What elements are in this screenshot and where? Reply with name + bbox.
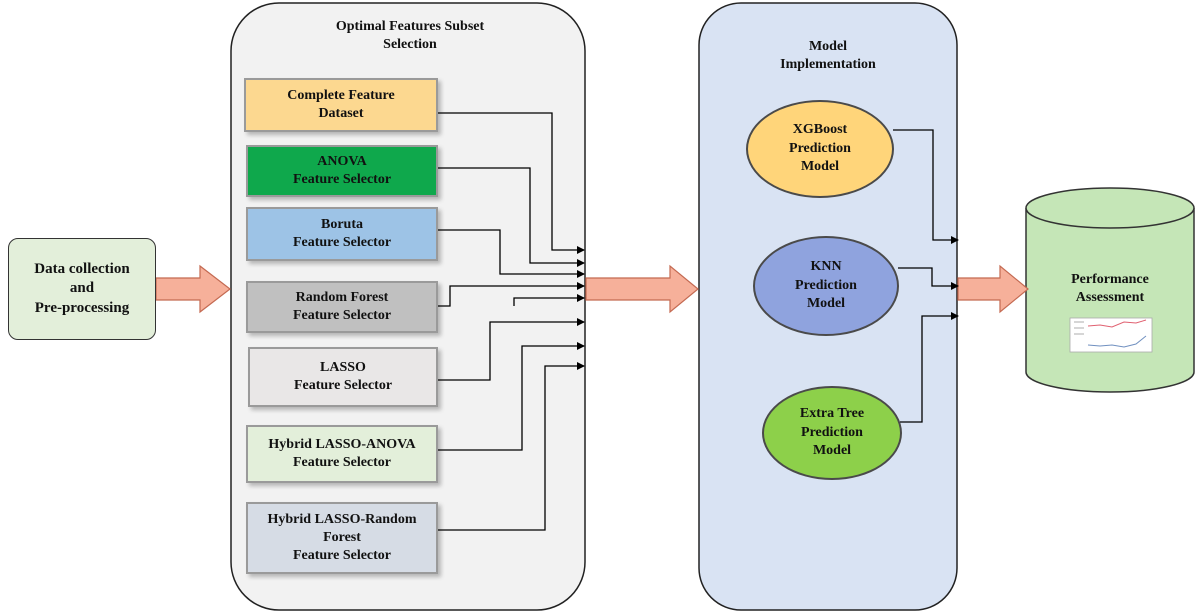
model-extra-tree-line1: Extra Tree [799,405,865,421]
model-knn-line1: KNN [810,258,842,274]
feature-lasso-line2: Feature Selector [293,378,393,393]
feature-box-lasso: LASSO Feature Selector [248,347,438,407]
performance-line1: Performance [1071,272,1149,287]
feature-boruta-line1: Boruta [321,216,363,232]
connector-xgboost [893,129,959,244]
feature-anova-line2: Feature Selector [292,172,392,187]
model-xgboost-line2: Prediction [789,140,851,156]
connector-anova [438,167,585,267]
selection-panel-title: Optimal Features Subset Selection [310,18,510,53]
feature-lasso-random-line2: Forest [323,529,361,545]
model-extra-tree-line2: Prediction [801,424,863,440]
feature-random-forest-line1: Random Forest [295,289,389,305]
feature-complete-line2: Dataset [318,106,364,121]
model-extra-tree-line3: Model [812,443,852,459]
feature-boruta-line2: Feature Selector [292,235,392,250]
connector-lasso [438,318,585,381]
model-knn-line2: Prediction [795,277,857,293]
feature-lasso-random-line1: Hybrid LASSO-Random [267,511,417,527]
model-knn-line3: Model [806,296,846,312]
feature-complete-line1: Complete Feature [287,87,395,103]
feature-lasso-anova-line2: Feature Selector [292,455,392,470]
connector-lasso-anova [438,342,585,451]
flow-arrow-selection [585,264,699,314]
performance-line2: Assessment [1075,289,1145,305]
selection-title-line2: Selection [383,36,437,52]
model-title-line1: Model [808,39,848,54]
data-collection-box: Data collection and Pre-processing [8,238,156,340]
flow-arrow-models [957,264,1029,314]
feature-box-anova: ANOVA Feature Selector [246,145,438,197]
connector-random-forest [438,282,585,307]
connector-lasso-random [438,362,585,531]
data-collection-line3: Pre-processing [34,299,130,316]
selection-title-line1: Optimal Features Subset [335,19,485,34]
feature-lasso-random-line3: Feature Selector [292,548,392,564]
performance-label: Performance Assessment [1040,271,1180,306]
feature-lasso-anova-line1: Hybrid LASSO-ANOVA [268,436,416,452]
chart-thumbnail-icon [1069,317,1153,353]
model-xgboost-line1: XGBoost [792,121,848,137]
model-panel-title: Model Implementation [740,38,916,73]
model-title-line2: Implementation [780,56,876,72]
feature-anova-line1: ANOVA [317,153,367,169]
model-xgboost-line3: Model [800,159,840,175]
connector-extra-tree [900,312,959,423]
feature-random-forest-line2: Feature Selector [292,308,392,323]
feature-lasso-line1: LASSO [320,359,366,375]
feature-box-lasso-anova: Hybrid LASSO-ANOVA Feature Selector [246,425,438,483]
data-collection-line2: and [69,280,95,297]
connector-knn [898,267,959,290]
connector-boruta [438,229,585,278]
flow-arrow-input [155,264,231,314]
connector-rf-lasso-hybrid [513,294,585,306]
connector-complete [438,112,585,254]
data-collection-line1: Data collection [34,260,130,277]
